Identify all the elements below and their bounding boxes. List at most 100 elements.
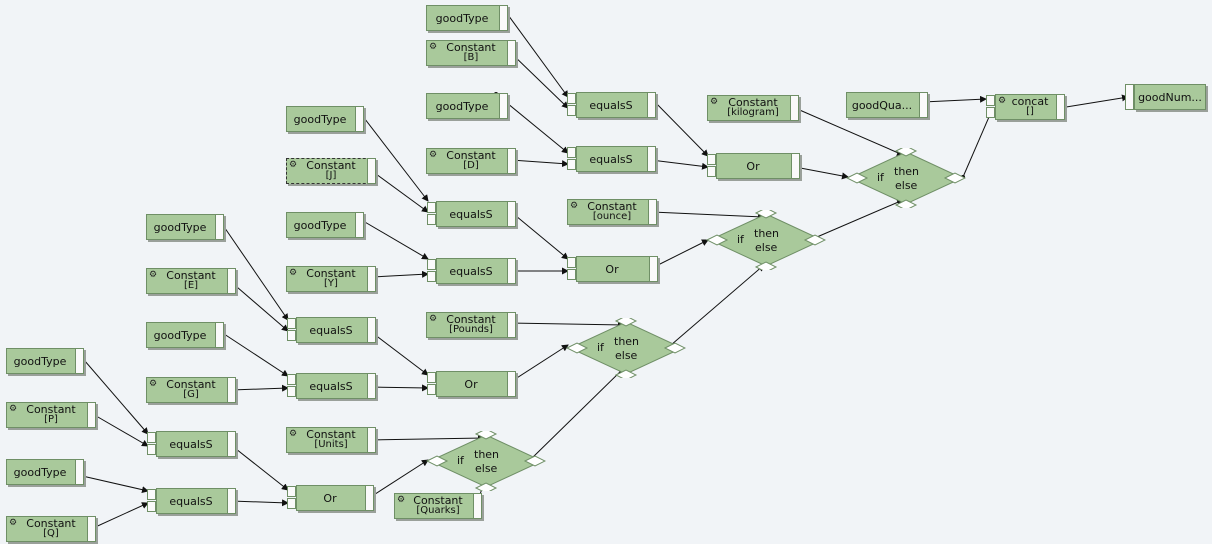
goodtype-node[interactable]: goodType — [286, 106, 364, 132]
input-port[interactable] — [567, 257, 576, 268]
input-port[interactable] — [986, 95, 995, 106]
input-port[interactable] — [986, 107, 995, 118]
if-then-else-node[interactable]: if then else — [706, 210, 826, 270]
output-port[interactable] — [367, 266, 376, 292]
equals-node[interactable]: equalsS — [287, 317, 376, 343]
output-port[interactable] — [365, 485, 374, 511]
output-port[interactable] — [649, 256, 658, 282]
if-then-else-node[interactable]: if then else — [426, 431, 546, 491]
constant-node-ounce[interactable]: ⚙Constant[ounce] — [567, 199, 657, 225]
goodtype-node[interactable]: goodType — [426, 5, 508, 31]
output-port[interactable] — [227, 488, 236, 514]
goodtype-node[interactable]: goodType — [146, 322, 224, 348]
input-port[interactable] — [567, 159, 576, 170]
output-port[interactable] — [499, 93, 508, 119]
constant-node-pounds[interactable]: ⚙Constant[Pounds] — [426, 312, 516, 338]
output-port[interactable] — [87, 516, 96, 542]
output-port[interactable] — [87, 402, 96, 428]
input-port[interactable] — [147, 501, 156, 512]
output-port[interactable] — [790, 95, 799, 121]
output-port[interactable] — [507, 201, 516, 227]
goodtype-node[interactable]: goodType — [286, 212, 364, 238]
output-port[interactable] — [355, 106, 364, 132]
output-port[interactable] — [227, 377, 236, 403]
input-port[interactable] — [567, 93, 576, 104]
output-port[interactable] — [367, 158, 376, 184]
input-port[interactable] — [567, 147, 576, 158]
or-node[interactable]: Or — [567, 256, 658, 282]
output-port[interactable] — [499, 5, 508, 31]
equals-node[interactable]: equalsS — [147, 431, 236, 457]
output-port[interactable] — [473, 493, 482, 519]
input-port[interactable] — [427, 372, 436, 383]
goodtype-node[interactable]: goodType — [6, 348, 84, 374]
equals-node[interactable]: equalsS — [567, 146, 656, 172]
input-port[interactable] — [427, 202, 436, 213]
input-port[interactable] — [427, 214, 436, 225]
output-port[interactable] — [227, 268, 236, 294]
equals-node[interactable]: equalsS — [427, 258, 516, 284]
constant-node-g[interactable]: ⚙Constant[G] — [146, 377, 236, 403]
or-node[interactable]: Or — [707, 153, 800, 179]
constant-node-y[interactable]: ⚙Constant[Y] — [286, 266, 376, 292]
input-port[interactable] — [427, 259, 436, 270]
constant-node-b[interactable]: ⚙Constant[B] — [426, 40, 516, 66]
output-port[interactable] — [367, 373, 376, 399]
input-port[interactable] — [147, 444, 156, 455]
output-port[interactable] — [227, 431, 236, 457]
output-port[interactable] — [215, 214, 224, 240]
input-port[interactable] — [287, 330, 296, 341]
input-port[interactable] — [287, 386, 296, 397]
equals-node[interactable]: equalsS — [147, 488, 236, 514]
output-port[interactable] — [919, 92, 928, 118]
concat-node[interactable]: ⚙concat[] — [986, 94, 1065, 120]
input-port[interactable] — [1125, 84, 1134, 110]
output-port[interactable] — [1056, 94, 1065, 120]
goodquantity-node[interactable]: goodQua... — [846, 92, 928, 118]
constant-node-kilogram[interactable]: ⚙Constant[kilogram] — [707, 95, 799, 121]
constant-node-d[interactable]: ⚙Constant[D] — [426, 148, 516, 174]
constant-node-units[interactable]: ⚙Constant[Units] — [286, 427, 376, 453]
input-port[interactable] — [707, 166, 716, 177]
input-port[interactable] — [567, 105, 576, 116]
output-port[interactable] — [367, 317, 376, 343]
output-port[interactable] — [507, 371, 516, 397]
constant-node-j[interactable]: ⚙Constant[J] — [286, 158, 376, 184]
output-port[interactable] — [647, 146, 656, 172]
input-port[interactable] — [287, 374, 296, 385]
equals-node[interactable]: equalsS — [427, 201, 516, 227]
input-port[interactable] — [287, 318, 296, 329]
goodtype-node[interactable]: goodType — [6, 459, 84, 485]
input-port[interactable] — [707, 154, 716, 165]
if-then-else-node[interactable]: if then else — [566, 318, 686, 378]
output-port[interactable] — [355, 212, 364, 238]
output-port[interactable] — [507, 40, 516, 66]
equals-node[interactable]: equalsS — [287, 373, 376, 399]
input-port[interactable] — [567, 269, 576, 280]
constant-node-e[interactable]: ⚙Constant[E] — [146, 268, 236, 294]
output-port[interactable] — [507, 312, 516, 338]
goodtype-node[interactable]: goodType — [426, 93, 508, 119]
output-port[interactable] — [507, 258, 516, 284]
goodtype-node[interactable]: goodType — [146, 214, 224, 240]
input-port[interactable] — [147, 489, 156, 500]
if-then-else-node[interactable]: if then else — [846, 148, 966, 208]
input-port[interactable] — [427, 271, 436, 282]
output-port[interactable] — [367, 427, 376, 453]
input-port[interactable] — [147, 432, 156, 443]
output-port[interactable] — [647, 92, 656, 118]
or-node[interactable]: Or — [427, 371, 516, 397]
input-port[interactable] — [287, 498, 296, 509]
constant-node-q[interactable]: ⚙Constant[Q] — [6, 516, 96, 542]
output-port[interactable] — [507, 148, 516, 174]
input-port[interactable] — [427, 384, 436, 395]
output-port[interactable] — [75, 348, 84, 374]
or-node[interactable]: Or — [287, 485, 374, 511]
constant-node-p[interactable]: ⚙Constant[P] — [6, 402, 96, 428]
equals-node[interactable]: equalsS — [567, 92, 656, 118]
output-port[interactable] — [75, 459, 84, 485]
constant-node-quarks[interactable]: ⚙Constant[Quarks] — [394, 493, 482, 519]
goodnumber-node[interactable]: goodNum... — [1125, 84, 1206, 110]
output-port[interactable] — [215, 322, 224, 348]
